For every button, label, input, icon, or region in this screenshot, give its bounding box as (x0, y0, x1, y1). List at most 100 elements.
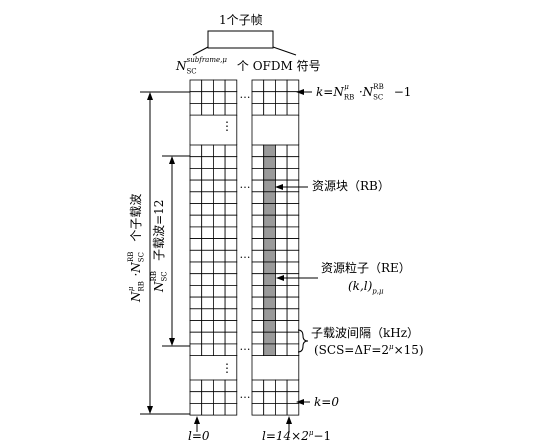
grid-cell (286, 320, 300, 333)
l-end: l=14×2 (262, 429, 309, 443)
grid-cell (212, 167, 226, 181)
l-zero-label: l=0 (188, 430, 210, 442)
grid-cell (212, 296, 226, 310)
total-subcarriers-label: NRBμ·NSCRB个子载波 (127, 194, 145, 302)
grid-cell (212, 320, 226, 333)
grid-cell (212, 402, 226, 416)
grid-cell (251, 179, 265, 193)
grid-cell (201, 320, 214, 333)
re-index-label: (k,l)p,μ (348, 280, 384, 295)
grid-cell (251, 203, 265, 216)
grid-cell (189, 296, 203, 310)
resource-block-cell (263, 156, 276, 169)
grid-cell (224, 379, 238, 393)
grid-cell (189, 273, 203, 286)
grid-cell (274, 156, 288, 169)
arrow-head-up (194, 416, 200, 424)
grid-cell (274, 144, 288, 158)
resource-block-cell (263, 214, 276, 228)
grid-cell (189, 379, 203, 393)
grid-cell (212, 203, 226, 216)
re-label: 资源粒子（RE） (321, 261, 411, 275)
grid-cell (212, 273, 226, 286)
grid-cell (274, 308, 288, 321)
grid-cell (224, 103, 238, 116)
k-top-k: k=N (316, 85, 344, 99)
grid-cell (251, 261, 265, 275)
grid-cell (286, 402, 300, 416)
arrow-head-left (275, 184, 283, 190)
grid-cell (201, 261, 214, 275)
grid-cell (224, 91, 238, 104)
grid-cell (224, 203, 238, 216)
grid-cell (201, 144, 214, 158)
grid-cell (251, 238, 265, 251)
grid-cell (201, 103, 214, 116)
resource-block-cell (263, 144, 276, 158)
grid-cell (189, 391, 203, 404)
grid-cell (201, 402, 214, 416)
grid-cell (224, 343, 238, 356)
grid-cell (286, 308, 300, 321)
grid-cell (224, 402, 238, 416)
grid-cell (251, 79, 265, 93)
grid-cell (274, 226, 288, 239)
grid-cell (286, 167, 300, 181)
grid-cell (224, 226, 238, 239)
inner-sub: SC (160, 271, 169, 282)
grid-cell (224, 261, 238, 275)
horizontal-ellipsis: … (240, 388, 251, 401)
l-end-label: l=14×2μ−1 (262, 429, 331, 443)
resource-block-cell (263, 226, 276, 239)
grid-cell (251, 379, 265, 393)
grid-cell (212, 103, 226, 116)
grid-cell (274, 214, 288, 228)
scs-end: ×15) (393, 343, 424, 357)
rb-subcarriers-label: NSCRB子载波=12 (150, 200, 169, 293)
grid-cell (224, 214, 238, 228)
grid-cell (212, 179, 226, 193)
scs-formula: (SCS=ΔF=2 (314, 343, 390, 357)
grid-cell (201, 191, 214, 204)
grid-cell (286, 379, 300, 393)
resource-block-cell (263, 273, 276, 286)
grid-cell (189, 261, 203, 275)
grid-cell (251, 214, 265, 228)
grid-cell (201, 167, 214, 181)
grid-cell (274, 284, 288, 298)
grid-cell (201, 238, 214, 251)
grid-cell (201, 156, 214, 169)
grid-cell (251, 103, 265, 116)
inner-n: N (152, 281, 166, 293)
horizontal-ellipsis: … (240, 88, 251, 101)
grid-cell (224, 296, 238, 310)
grid-cell (274, 343, 288, 356)
ofdm-n: N (176, 59, 187, 73)
k-top-sub1: RB (343, 93, 355, 102)
grid-cell (224, 308, 238, 321)
grid-cell (224, 320, 238, 333)
grid-cell (251, 167, 265, 181)
arrow-head-up (147, 92, 153, 100)
scs-formula-label: (SCS=ΔF=2μ×15) (314, 343, 424, 357)
grid-cell (274, 402, 288, 416)
grid-cell (201, 331, 214, 345)
grid-cell (251, 402, 265, 416)
grid-cell (251, 226, 265, 239)
grid-cell (251, 296, 265, 310)
grid-cell (212, 308, 226, 321)
arrow-head-left (296, 399, 304, 405)
grid-cell (224, 167, 238, 181)
grid-cell (263, 103, 276, 116)
resource-block-cell (263, 249, 276, 263)
arrow-head-up (169, 156, 175, 164)
resource-block-cell (263, 296, 276, 310)
grid-cell (251, 308, 265, 321)
grid-cell (286, 284, 300, 298)
grid-cell (286, 343, 300, 356)
k-zero: k=0 (314, 395, 339, 409)
grid-cell (212, 214, 226, 228)
grid-cell (189, 343, 203, 356)
grid-cell (201, 343, 214, 356)
grid-cell (189, 167, 203, 181)
